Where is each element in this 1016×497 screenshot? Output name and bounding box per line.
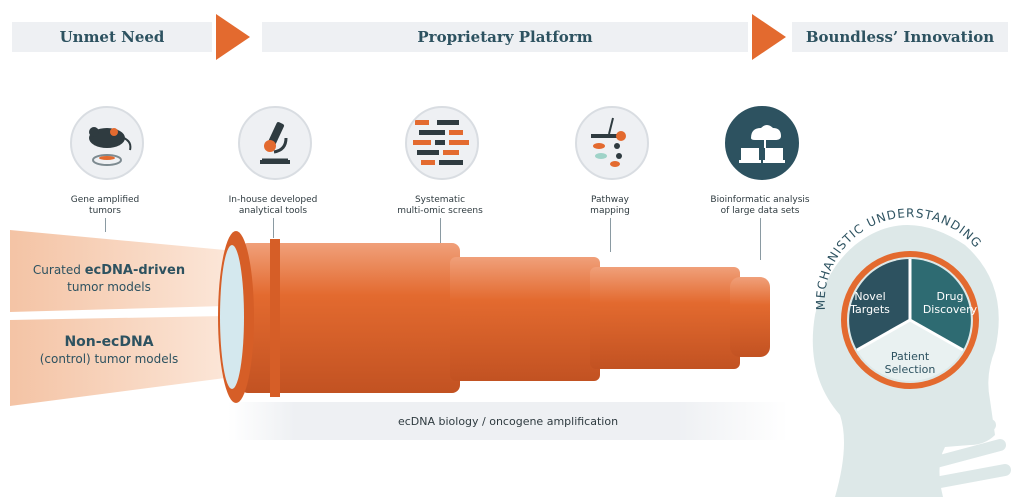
innovation-banner: Boundless’ Innovation <box>792 22 1008 52</box>
wedge-drug-discovery: Drug Discovery <box>922 290 978 316</box>
telescope-graphic <box>218 231 770 403</box>
step-label-bioinformatic: Bioinformatic analysis of large data set… <box>710 195 810 216</box>
step-label-multi-omic: Systematic multi-omic screens <box>397 195 483 216</box>
non-ecdna-bold: Non-ecDNA <box>64 334 154 350</box>
curated-suffix: tumor models <box>67 280 151 294</box>
innovation-label: Boundless’ Innovation <box>805 28 995 46</box>
mechanistic-wheel: MECHANISTIC UNDERSTANDING <box>814 206 984 389</box>
curated-bold: ecDNA-driven <box>84 263 186 278</box>
wedge-novel-targets: Novel Targets <box>850 290 890 316</box>
connector-line <box>273 218 274 238</box>
connector-line <box>610 218 611 252</box>
step-label-analytical-tools: In-house developed analytical tools <box>228 195 318 216</box>
ecdna-biology-label: ecDNA biology / oncogene amplification <box>397 414 619 428</box>
non-ecdna-suffix: (control) tumor models <box>39 352 179 366</box>
step-label-pathway-mapping: Pathway mapping <box>590 195 630 216</box>
unmet-need-banner: Unmet Need <box>12 22 212 52</box>
chevron-right-icon <box>752 14 786 60</box>
platform-banner: Proprietary Platform <box>262 22 748 52</box>
ecdna-biology-band: ecDNA biology / oncogene amplification <box>228 402 788 440</box>
non-ecdna-label: Non-ecDNA (control) tumor models <box>14 334 204 368</box>
connector-line <box>105 218 106 232</box>
step-label-gene-amplified: Gene amplified tumors <box>70 195 140 216</box>
wedge-patient-selection: Patient Selection <box>884 350 936 376</box>
curated-models-label: Curated ecDNA-driven tumor models <box>14 262 204 296</box>
connector-line <box>440 218 441 244</box>
microscope-icon <box>238 106 312 180</box>
mouse-icon <box>70 106 144 180</box>
platform-label: Proprietary Platform <box>417 28 593 46</box>
connector-line <box>760 218 761 260</box>
input-funnels <box>10 230 225 406</box>
cloud-computing-icon <box>725 106 799 180</box>
screen-grid-icon <box>405 106 479 180</box>
curated-prefix: Curated <box>32 263 85 277</box>
unmet-need-label: Unmet Need <box>59 28 165 46</box>
pathway-icon <box>575 106 649 180</box>
chevron-right-icon <box>216 14 250 60</box>
